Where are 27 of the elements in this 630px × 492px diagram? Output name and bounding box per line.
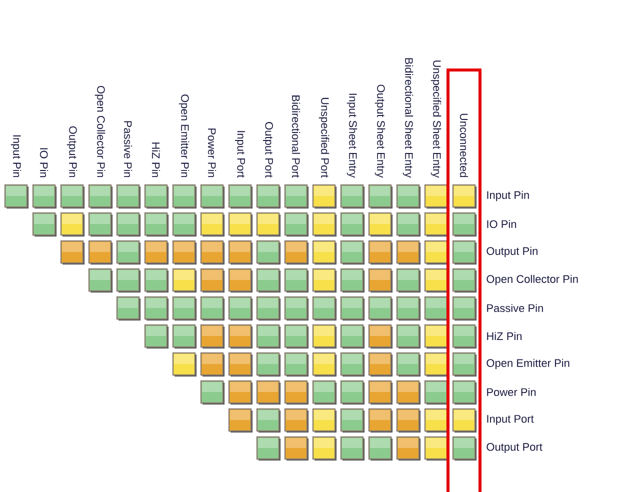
- column-header: Output Port: [263, 122, 273, 178]
- column-header: Unspecified Sheet Entry: [430, 60, 442, 178]
- row-label: IO Pin: [487, 220, 516, 228]
- row-label: Input Pin: [487, 190, 529, 202]
- column-header: Bidirectional Sheet Entry: [402, 58, 414, 178]
- column-header: Input Sheet Entry: [346, 94, 358, 178]
- column-header: Open Collector Pin: [94, 86, 106, 178]
- column-header: Passive Pin: [124, 121, 132, 178]
- column-header: HiZ Pin: [152, 142, 160, 178]
- row-label: Output Pin: [486, 246, 538, 258]
- column-header: Power Pin: [208, 128, 216, 178]
- column-header: Open Emitter Pin: [178, 94, 190, 178]
- row-label: Input Port: [487, 415, 534, 425]
- column-header: Unconnected: [460, 114, 468, 178]
- row-label: HiZ Pin: [487, 332, 522, 340]
- row-label: Open Collector Pin: [486, 274, 578, 286]
- column-header: Input Pin: [10, 135, 22, 178]
- column-header: Output Sheet Entry: [374, 84, 386, 178]
- column-header: IO Pin: [40, 148, 48, 178]
- row-label: Power Pin: [487, 388, 536, 396]
- row-label: Output Port: [486, 443, 542, 453]
- row-label: Open Emitter Pin: [486, 358, 570, 370]
- column-header: Bidirectional Port: [292, 96, 300, 178]
- column-header: Unspecified Port: [318, 98, 330, 178]
- column-header: Output Pin: [66, 126, 78, 178]
- column-header: Input Port: [235, 131, 245, 178]
- row-label: Passive Pin: [487, 304, 543, 312]
